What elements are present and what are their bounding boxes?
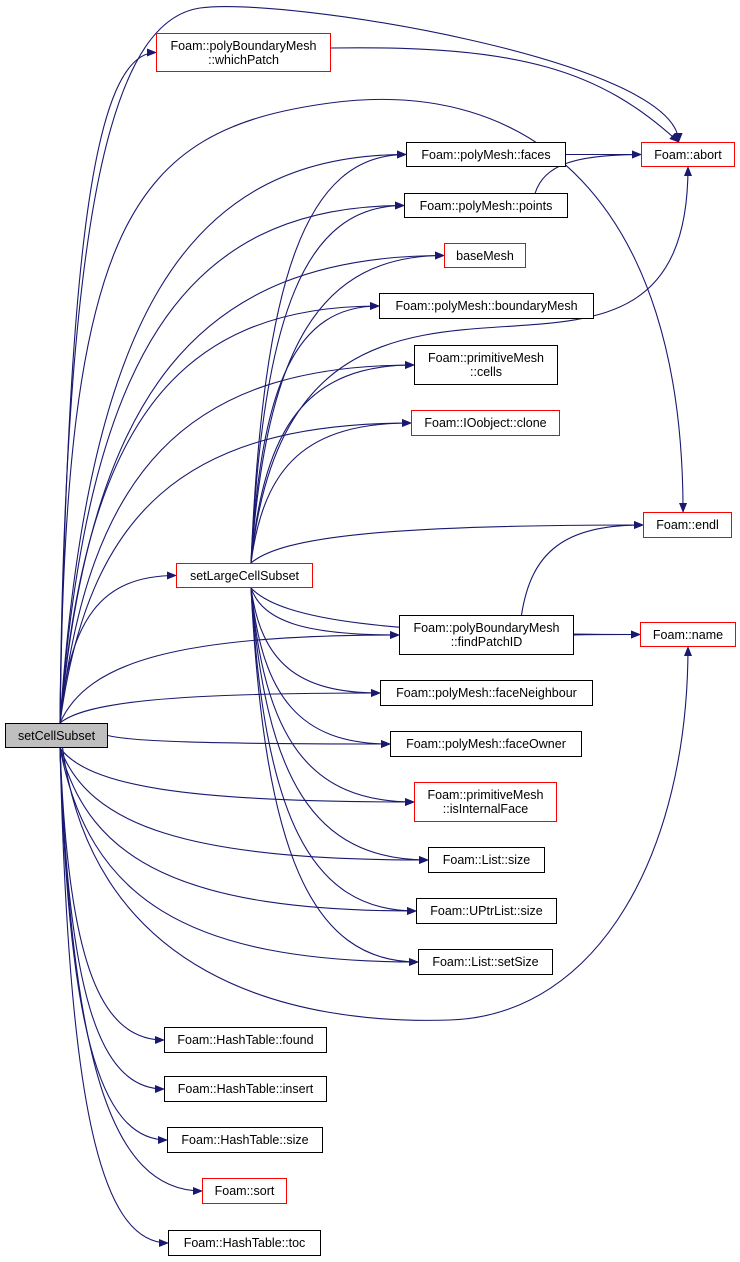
edge-setLargeCellSubset-to-abort — [250, 166, 692, 564]
node-base-mesh[interactable]: baseMesh — [444, 243, 526, 268]
edge-setLargeCellSubset-to-setSize — [250, 587, 419, 966]
edge-setLargeCellSubset-to-faceOwner — [250, 587, 391, 748]
edge-setLargeCellSubset-to-boundaryMesh — [250, 302, 380, 564]
node-name[interactable]: Foam::name — [640, 622, 736, 647]
edge-setCellSubset-to-abort — [59, 5, 683, 724]
edge-setCellSubset-to-faceNeighbour — [59, 689, 381, 724]
node-abort[interactable]: Foam::abort — [641, 142, 735, 167]
edge-setCellSubset-to-uptrSize — [59, 747, 417, 915]
node-endl[interactable]: Foam::endl — [643, 512, 732, 538]
edge-setCellSubset-to-findPatchID — [59, 631, 400, 724]
node-label: Foam::HashTable::toc — [183, 1236, 306, 1250]
edge-setLargeCellSubset-to-faces — [250, 150, 407, 564]
node-label: ::findPatchID — [450, 635, 523, 649]
node-label: Foam::HashTable::size — [181, 1133, 309, 1147]
edge-setCellSubset-to-sort — [59, 747, 203, 1195]
node-insert[interactable]: Foam::HashTable::insert — [164, 1076, 327, 1102]
node-points[interactable]: Foam::polyMesh::points — [404, 193, 568, 218]
edge-setCellSubset-to-listSize — [59, 747, 429, 864]
node-label: Foam::HashTable::found — [177, 1033, 314, 1047]
node-label: Foam::List::size — [442, 853, 531, 867]
node-label: Foam::abort — [654, 147, 722, 162]
edge-setLargeCellSubset-to-endl — [250, 521, 644, 564]
node-found[interactable]: Foam::HashTable::found — [164, 1027, 327, 1053]
edge-setLargeCellSubset-to-clone — [250, 419, 412, 564]
node-faces[interactable]: Foam::polyMesh::faces — [406, 142, 566, 167]
node-which-patch[interactable]: Foam::polyBoundaryMesh::whichPatch — [156, 33, 331, 72]
node-label: Foam::polyMesh::faceOwner — [406, 737, 566, 751]
edge-setCellSubset-to-isInternalFace — [59, 747, 415, 806]
node-cells[interactable]: Foam::primitiveMesh::cells — [414, 345, 558, 385]
node-label: setLargeCellSubset — [189, 568, 300, 583]
node-set-large-cell-subset[interactable]: setLargeCellSubset — [176, 563, 313, 588]
node-set-cell-subset[interactable]: setCellSubset — [5, 723, 108, 748]
edge-setCellSubset-to-name — [59, 646, 692, 1021]
edge-setCellSubset-to-endl — [59, 98, 688, 724]
edge-setLargeCellSubset-to-cells — [250, 361, 415, 564]
node-label: ::whichPatch — [208, 52, 279, 67]
node-label: setCellSubset — [17, 728, 96, 743]
edge-setCellSubset-to-setLargeCellSubset — [59, 571, 177, 724]
node-face-neighbour[interactable]: Foam::polyMesh::faceNeighbour — [380, 680, 593, 706]
edge-setCellSubset-to-boundaryMesh — [59, 302, 380, 724]
edge-setCellSubset-to-toc — [59, 747, 169, 1247]
node-label: ::cells — [470, 365, 502, 379]
edge-setLargeCellSubset-to-isInternalFace — [250, 587, 415, 806]
edge-findPatchID-to-endl — [520, 521, 644, 616]
node-is-internal-face[interactable]: Foam::primitiveMesh::isInternalFace — [414, 782, 557, 822]
node-label: Foam::name — [652, 627, 724, 642]
edge-setLargeCellSubset-to-findPatchID — [250, 587, 400, 639]
edge-whichPatch-to-abort — [330, 47, 680, 143]
edge-setCellSubset-to-setSize — [59, 747, 419, 966]
node-uptr-size[interactable]: Foam::UPtrList::size — [416, 898, 557, 924]
edge-setCellSubset-to-baseMesh — [59, 251, 445, 724]
edge-setCellSubset-to-faceOwner — [107, 734, 391, 748]
node-clone[interactable]: Foam::IOobject::clone — [411, 410, 560, 436]
node-find-patch-i-d[interactable]: Foam::polyBoundaryMesh::findPatchID — [399, 615, 574, 655]
node-label: Foam::List::setSize — [432, 955, 539, 969]
node-face-owner[interactable]: Foam::polyMesh::faceOwner — [390, 731, 582, 757]
node-label: Foam::UPtrList::size — [430, 904, 543, 918]
node-label: baseMesh — [456, 248, 514, 263]
node-label: Foam::polyMesh::faceNeighbour — [396, 686, 577, 700]
node-label: Foam::polyMesh::points — [419, 198, 553, 213]
edge-findPatchID-to-name — [573, 630, 641, 639]
node-toc[interactable]: Foam::HashTable::toc — [168, 1230, 321, 1256]
node-ht-size[interactable]: Foam::HashTable::size — [167, 1127, 323, 1153]
edge-setCellSubset-to-faces — [59, 150, 407, 724]
edge-setCellSubset-to-found — [59, 747, 165, 1044]
node-label: Foam::HashTable::insert — [177, 1082, 314, 1096]
node-label: Foam::polyBoundaryMesh — [413, 621, 560, 635]
node-label: Foam::IOobject::clone — [424, 416, 547, 430]
node-set-size[interactable]: Foam::List::setSize — [418, 949, 553, 975]
edge-setLargeCellSubset-to-points — [250, 201, 405, 564]
node-label: Foam::sort — [214, 1184, 275, 1198]
node-label: Foam::endl — [656, 518, 719, 532]
node-label: Foam::primitiveMesh — [427, 788, 544, 802]
node-list-size[interactable]: Foam::List::size — [428, 847, 545, 873]
edge-setLargeCellSubset-to-baseMesh — [250, 251, 445, 564]
edge-setCellSubset-to-points — [59, 201, 405, 724]
node-label: Foam::primitiveMesh — [428, 351, 544, 365]
edge-setLargeCellSubset-to-uptrSize — [250, 587, 417, 915]
node-boundary-mesh[interactable]: Foam::polyMesh::boundaryMesh — [379, 293, 594, 319]
edge-setCellSubset-to-cells — [59, 361, 415, 724]
node-sort[interactable]: Foam::sort — [202, 1178, 287, 1204]
edge-setCellSubset-to-whichPatch — [59, 48, 157, 724]
node-label: Foam::polyBoundaryMesh — [170, 38, 317, 53]
node-label: Foam::polyMesh::faces — [421, 147, 551, 162]
edge-setLargeCellSubset-to-faceNeighbour — [250, 587, 381, 697]
edge-setLargeCellSubset-to-listSize — [250, 587, 429, 864]
node-label: ::isInternalFace — [442, 802, 529, 816]
node-label: Foam::polyMesh::boundaryMesh — [395, 299, 578, 313]
